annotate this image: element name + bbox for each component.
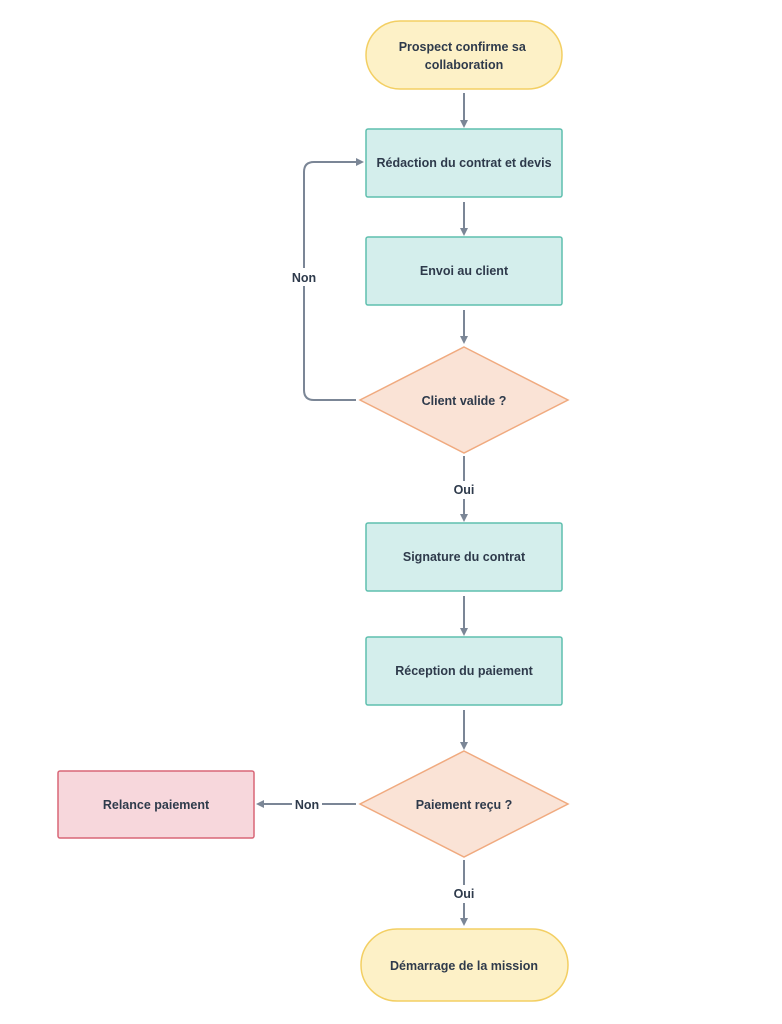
node-paiement-recu: Paiement reçu ?	[358, 750, 570, 858]
node-reception: Réception du paiement	[365, 636, 563, 706]
node-text-line: Démarrage de la mission	[390, 959, 538, 973]
node-text-line: Paiement reçu ?	[416, 798, 513, 812]
node-text-line: Relance paiement	[103, 798, 210, 812]
terminal-shape	[360, 928, 569, 1002]
process-shape	[365, 236, 563, 306]
edge-labels: Non Oui Non Oui	[288, 268, 478, 903]
node-redaction: Rédaction du contrat et devis	[365, 128, 563, 198]
edge-label-client-non: Non	[292, 271, 316, 285]
node-text-line: collaboration	[425, 58, 503, 72]
arrow-head	[460, 336, 468, 344]
process-shape	[365, 522, 563, 592]
svg-text:Signature du contrat: Signature du contrat	[403, 550, 526, 564]
node-demarrage: Démarrage de la mission	[360, 928, 569, 1002]
node-text-line: Prospect confirme sa	[399, 40, 527, 54]
arrow-head	[460, 514, 468, 522]
arrow-head	[460, 628, 468, 636]
arrow-head	[460, 228, 468, 236]
arrow-head	[460, 918, 468, 926]
svg-text:Envoi au client: Envoi au client	[420, 264, 509, 278]
svg-text:Client valide ?: Client valide ?	[422, 394, 507, 408]
terminal-shape	[365, 20, 563, 90]
process-shape	[365, 128, 563, 198]
svg-text:Démarrage de la mission: Démarrage de la mission	[390, 959, 538, 973]
process-shape	[365, 636, 563, 706]
arrow-head	[356, 158, 364, 166]
edge-label-client-oui: Oui	[454, 483, 475, 497]
node-prospect-confirm: Prospect confirme sa collaboration	[365, 20, 563, 90]
svg-text:Relance paiement: Relance paiement	[103, 798, 210, 812]
svg-text:Paiement reçu ?: Paiement reçu ?	[416, 798, 513, 812]
alert-shape	[57, 770, 255, 839]
node-client-valide: Client valide ?	[358, 346, 570, 454]
node-signature: Signature du contrat	[365, 522, 563, 592]
decision-shape	[358, 346, 570, 454]
node-relance: Relance paiement	[57, 770, 255, 839]
node-text-line: Client valide ?	[422, 394, 507, 408]
node-text-line: Signature du contrat	[403, 550, 526, 564]
node-text-line: Réception du paiement	[395, 664, 533, 678]
arrow-head	[256, 800, 264, 808]
node-envoi: Envoi au client	[365, 236, 563, 306]
edge-label-paiement-non: Non	[295, 798, 319, 812]
decision-shape	[358, 750, 570, 858]
svg-text:Rédaction du contrat et devis: Rédaction du contrat et devis	[376, 156, 551, 170]
node-text-line: Envoi au client	[420, 264, 509, 278]
svg-text:Prospect confirme sa col: Prospect confirme sa collaboration	[399, 40, 530, 72]
arrow-head	[460, 742, 468, 750]
edge-label-paiement-oui: Oui	[454, 887, 475, 901]
arrow-head	[460, 120, 468, 128]
node-text-line: Rédaction du contrat et devis	[376, 156, 551, 170]
svg-text:Réception du paiement: Réception du paiement	[395, 664, 533, 678]
